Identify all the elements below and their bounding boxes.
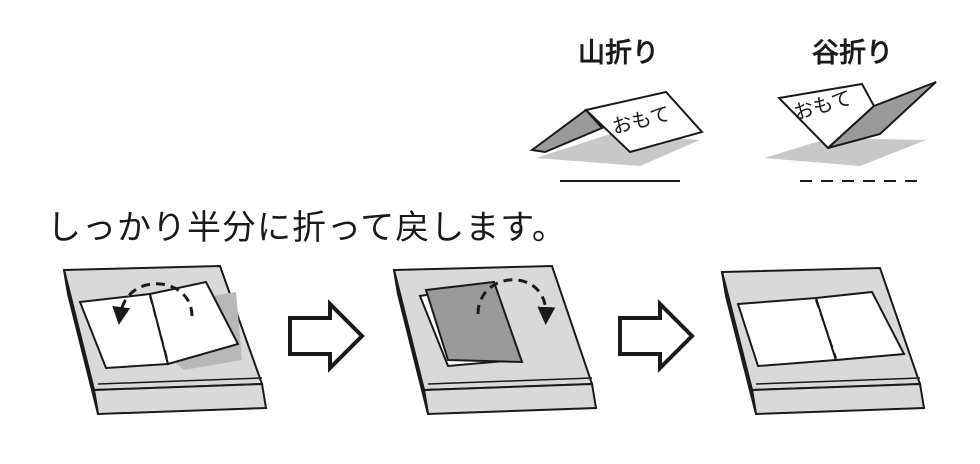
crease-line: [815, 299, 837, 359]
step-2-folded-card: [392, 264, 598, 416]
mountain-fold-back-panel: [529, 108, 604, 154]
valley-fold-title: 谷折り: [812, 38, 893, 69]
mountain-fold-title: 山折り: [578, 38, 659, 69]
legend-mountain-fold: 山折り おもて: [529, 38, 704, 182]
step-1-open-card: [62, 264, 268, 416]
legend-valley-fold: 谷折り おもて: [764, 38, 937, 182]
instruction-text: しっかり半分に折って戻します。: [47, 208, 567, 248]
mountain-fold-front-panel: [583, 90, 704, 154]
next-arrow-1: [288, 299, 365, 373]
valley-fold-gray-panel: [827, 81, 937, 149]
step-3-unfolded-card: [720, 266, 926, 416]
next-arrow-2: [618, 299, 695, 373]
fold-arrow-left: [112, 282, 194, 325]
valley-fold-shadow: [764, 138, 926, 166]
fold-arrow-right: [476, 278, 556, 325]
